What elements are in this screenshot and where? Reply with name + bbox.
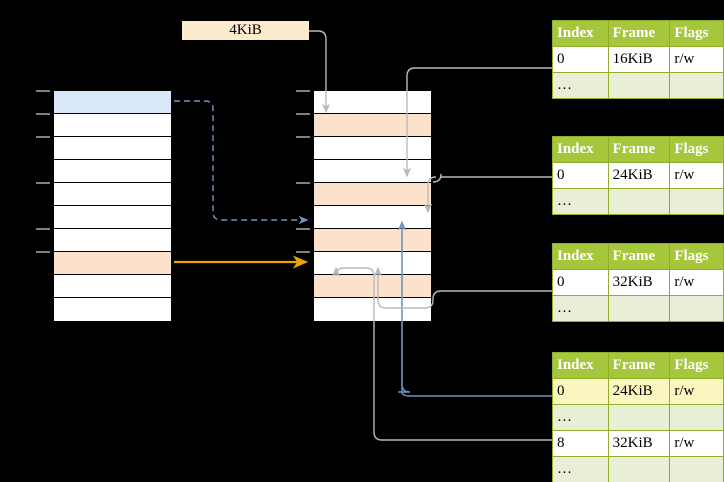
wire-blue-to-pt4	[401, 391, 552, 397]
page-table-cell: 24KiB	[607, 378, 671, 405]
page-table-cell	[669, 456, 724, 482]
memory-row	[314, 206, 431, 229]
page-table-cell: …	[552, 188, 609, 215]
memory-row	[314, 275, 431, 298]
page-table-cell: …	[552, 456, 609, 482]
page-table-cell: r/w	[669, 269, 724, 296]
column-header-flags: Flags	[669, 20, 724, 47]
page-table-row: …	[552, 404, 724, 431]
page-table-cell: 0	[552, 162, 609, 189]
memory-row	[54, 206, 171, 229]
page-table-cell: 16KiB	[607, 46, 671, 73]
page-table-cell	[669, 188, 724, 215]
memory-row	[314, 114, 431, 137]
memory-row	[54, 275, 171, 298]
memory-row	[314, 183, 431, 206]
page-table-cell	[669, 295, 724, 322]
page-table-cell: 0	[552, 269, 609, 296]
wire-physical-to-pt2	[432, 173, 552, 183]
page-table-row: …	[552, 456, 724, 482]
column-header-index: Index	[552, 243, 609, 270]
memory-row	[314, 91, 431, 114]
memory-row	[314, 160, 431, 183]
column-header-frame: Frame	[607, 352, 671, 379]
page-table-cell: …	[552, 72, 609, 99]
row-tick-mark	[296, 228, 310, 230]
page-table-cell: 32KiB	[607, 269, 671, 296]
row-tick-mark	[296, 182, 310, 184]
page-table-cell: r/w	[669, 430, 724, 457]
row-tick-mark	[296, 113, 310, 115]
memory-row	[54, 114, 171, 137]
page-table-cell	[669, 72, 724, 99]
page-table-cell: 0	[552, 378, 609, 405]
memory-row	[314, 252, 431, 275]
row-tick-mark	[36, 113, 50, 115]
column-header-flags: Flags	[669, 352, 724, 379]
physical-memory-column	[313, 90, 432, 321]
page-table-cell	[607, 72, 671, 99]
row-tick-mark	[36, 182, 50, 184]
memory-row	[54, 91, 171, 114]
column-header-frame: Frame	[607, 136, 671, 163]
memory-row	[54, 229, 171, 252]
virtual-memory-column	[53, 90, 172, 321]
memory-row	[314, 298, 431, 321]
row-tick-mark	[296, 251, 310, 253]
page-table-cell: r/w	[669, 378, 724, 405]
page-table-row: …	[552, 72, 724, 99]
memory-row	[314, 229, 431, 252]
page-table-cell: 24KiB	[607, 162, 671, 189]
page-table-row: …	[552, 295, 724, 322]
memory-row	[54, 160, 171, 183]
page-table-cell	[607, 404, 671, 431]
page-table-cell	[607, 456, 671, 482]
page-table-row: …	[552, 188, 724, 215]
column-header-flags: Flags	[669, 243, 724, 270]
wire-virtual-to-physical-dashed	[174, 100, 309, 225]
column-header-frame: Frame	[607, 20, 671, 47]
column-header-index: Index	[552, 352, 609, 379]
column-header-index: Index	[552, 136, 609, 163]
page-table-cell	[607, 188, 671, 215]
row-tick-mark	[36, 136, 50, 138]
page-size-label: 4KiB	[182, 21, 309, 40]
page-table-cell: 0	[552, 46, 609, 73]
column-header-flags: Flags	[669, 136, 724, 163]
memory-row	[54, 137, 171, 160]
row-tick-mark	[36, 90, 50, 92]
page-table-cell	[607, 295, 671, 322]
memory-row	[54, 298, 171, 321]
page-table-cell: r/w	[669, 46, 724, 73]
page-table-cell: 32KiB	[607, 430, 671, 457]
row-tick-mark	[36, 251, 50, 253]
row-tick-mark	[36, 228, 50, 230]
page-table-cell: 8	[552, 430, 609, 457]
column-header-index: Index	[552, 20, 609, 47]
memory-row	[54, 183, 171, 206]
row-tick-mark	[296, 90, 310, 92]
memory-row	[54, 252, 171, 275]
memory-row	[314, 137, 431, 160]
row-tick-mark	[296, 136, 310, 138]
page-table-cell: r/w	[669, 162, 724, 189]
page-table-cell	[669, 404, 724, 431]
column-header-frame: Frame	[607, 243, 671, 270]
page-table-cell: …	[552, 404, 609, 431]
page-table-cell: …	[552, 295, 609, 322]
